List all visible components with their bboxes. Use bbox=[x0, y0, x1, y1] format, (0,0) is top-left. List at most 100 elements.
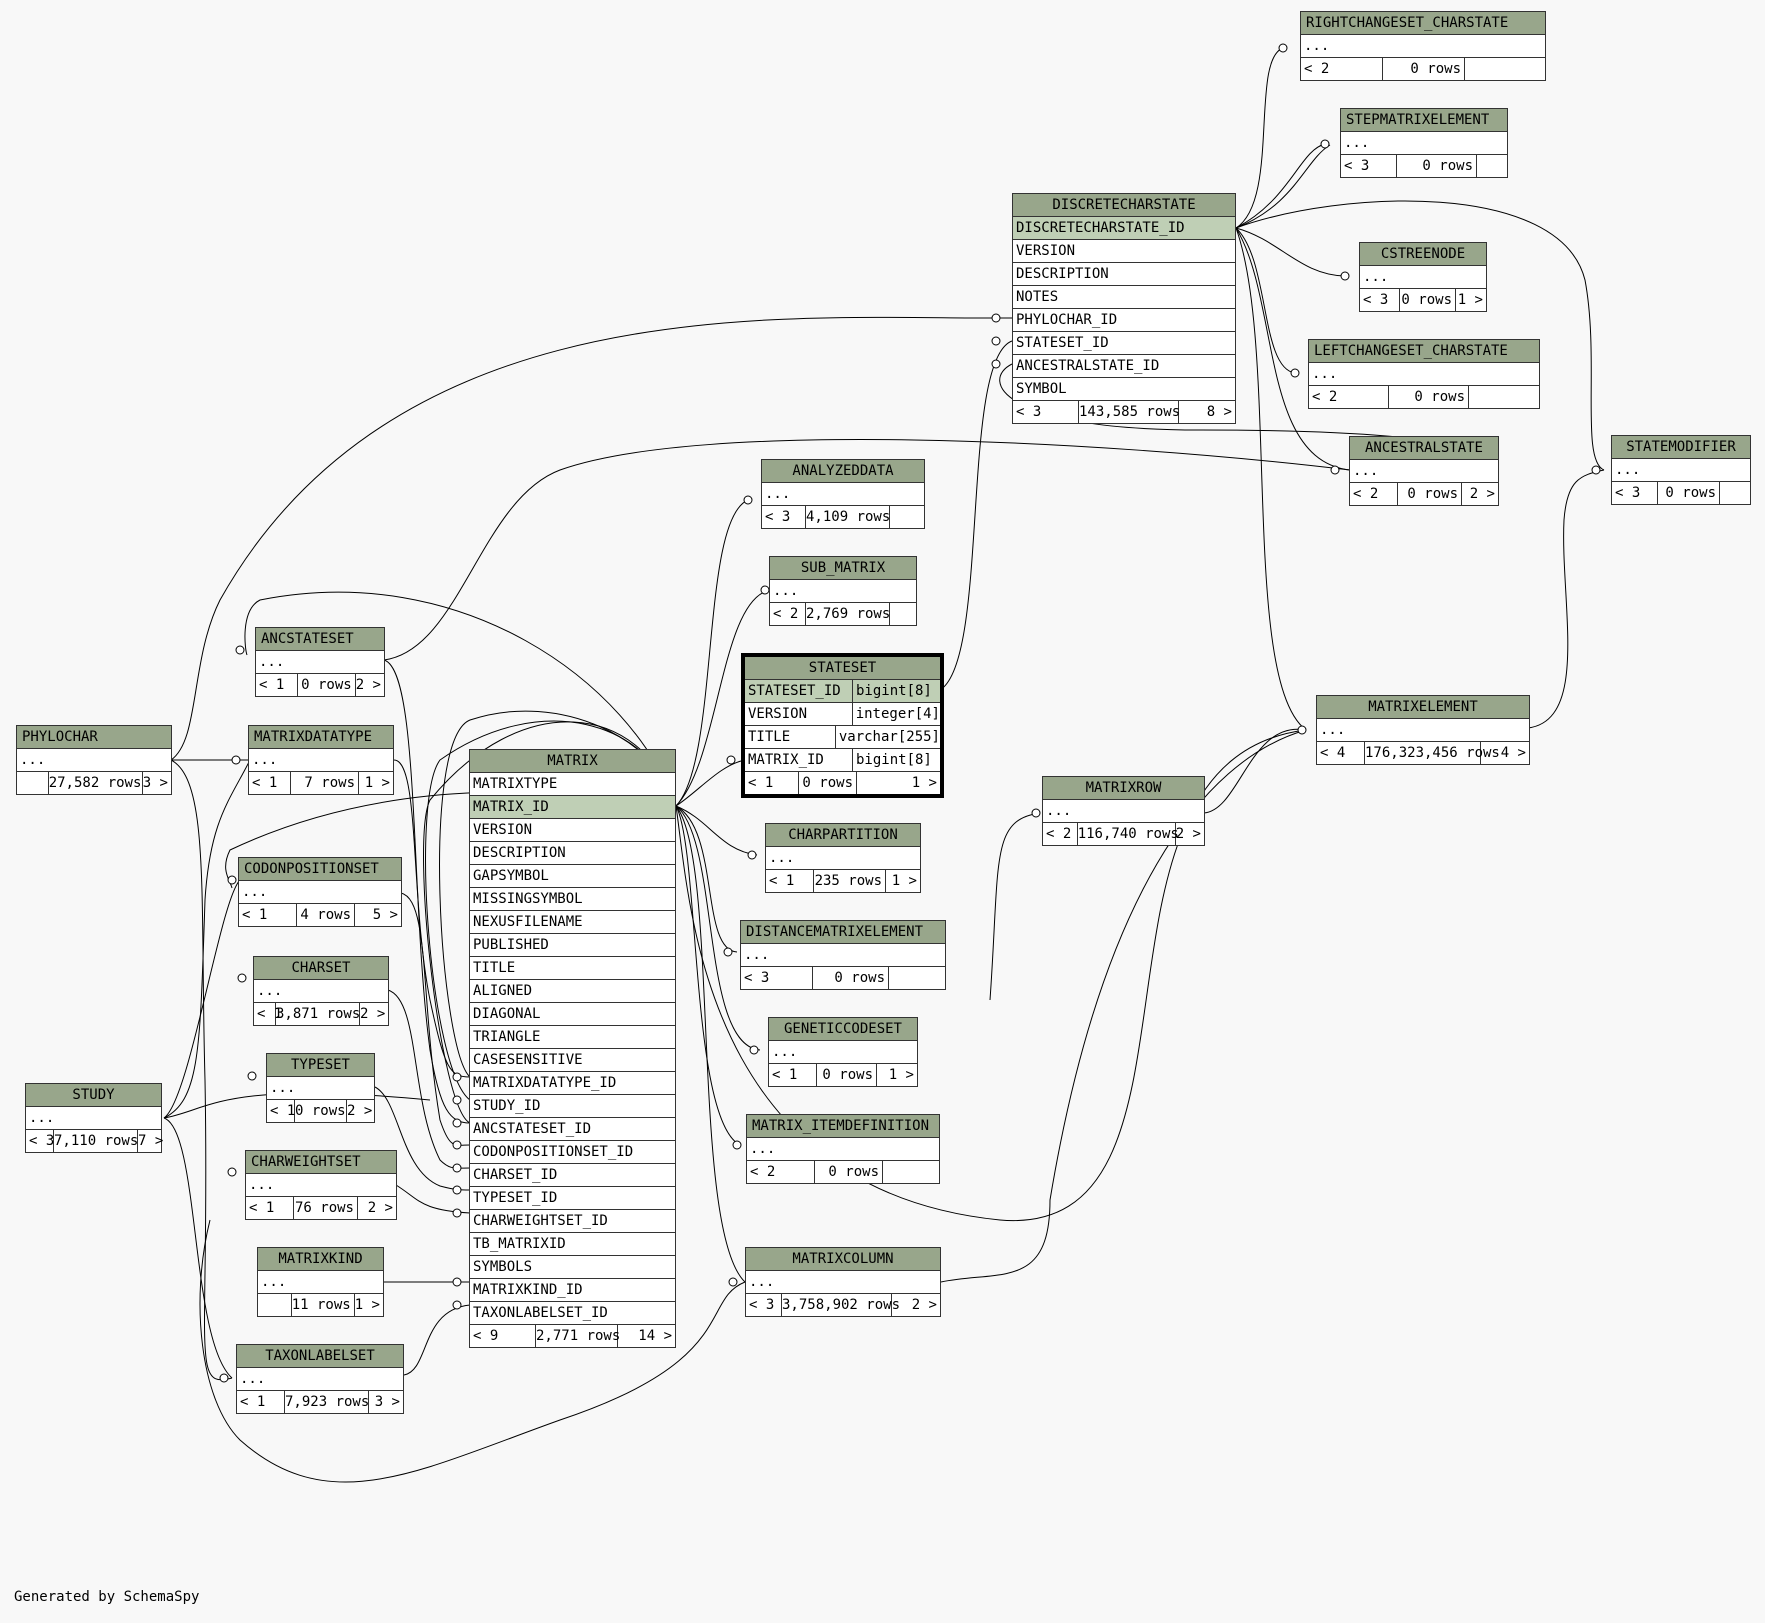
table-title: TYPESET bbox=[267, 1054, 374, 1077]
parents-count[interactable]: < 1 bbox=[246, 1197, 294, 1219]
children-count[interactable]: 2 > bbox=[360, 1006, 386, 1022]
row-count: 235 rows bbox=[814, 870, 886, 892]
children-count[interactable] bbox=[1465, 58, 1545, 80]
children-count[interactable]: 2 > bbox=[347, 1103, 373, 1119]
parents-count[interactable]: < 3 bbox=[762, 506, 806, 528]
children-count[interactable] bbox=[890, 506, 924, 528]
parents-count[interactable]: < 1 bbox=[256, 674, 298, 696]
children-count[interactable] bbox=[1469, 386, 1539, 408]
children-count[interactable]: 2 > bbox=[355, 677, 381, 693]
parents-count[interactable] bbox=[258, 1294, 292, 1316]
parents-count[interactable]: < 1 bbox=[237, 1391, 285, 1413]
parents-count[interactable]: < 3 bbox=[1360, 289, 1400, 311]
table-row: ... bbox=[246, 1174, 396, 1197]
table-title: PHYLOCHAR bbox=[17, 726, 171, 749]
parents-count[interactable]: < 3 bbox=[1013, 401, 1079, 423]
parents-count[interactable]: < 2 bbox=[747, 1161, 815, 1183]
parents-count[interactable]: < 2 bbox=[1301, 58, 1383, 80]
parents-count[interactable]: < 3 bbox=[746, 1294, 782, 1316]
parents-count[interactable]: < 2 bbox=[770, 603, 806, 625]
children-count[interactable]: 1 > bbox=[888, 1067, 914, 1083]
children-count[interactable]: 4 > bbox=[1500, 745, 1526, 761]
children-count[interactable]: 2 > bbox=[911, 1297, 937, 1313]
children-count[interactable]: 1 > bbox=[354, 1297, 380, 1313]
table-row: ... bbox=[1350, 460, 1498, 483]
children-count[interactable] bbox=[1477, 155, 1507, 177]
parents-count[interactable]: < 4 bbox=[1317, 742, 1365, 764]
parents-count[interactable]: < 1 bbox=[254, 1003, 282, 1025]
parents-count[interactable]: < 1 bbox=[239, 904, 297, 926]
parents-count[interactable]: < 2 bbox=[1350, 483, 1398, 505]
parents-count[interactable]: < 1 bbox=[249, 772, 291, 794]
children-count[interactable]: 2 > bbox=[367, 1200, 393, 1216]
children-count[interactable] bbox=[883, 1161, 939, 1183]
parents-count[interactable]: < 2 bbox=[1043, 823, 1078, 845]
parents-count[interactable]: < 1 bbox=[766, 870, 814, 892]
parents-count[interactable]: < 1 bbox=[769, 1064, 817, 1086]
table-row: GAPSYMBOL bbox=[470, 865, 675, 888]
children-count[interactable]: 1 > bbox=[891, 873, 917, 889]
children-count[interactable]: 8 > bbox=[1206, 404, 1232, 420]
children-count[interactable]: 3 > bbox=[374, 1394, 400, 1410]
parents-count[interactable] bbox=[17, 772, 49, 794]
parents-count[interactable]: < 3 bbox=[26, 1130, 54, 1152]
children-count[interactable]: 1 > bbox=[1457, 292, 1483, 308]
parents-count[interactable]: < 1 bbox=[745, 772, 799, 794]
table-row: ... bbox=[1309, 363, 1539, 386]
table-title: MATRIXROW bbox=[1043, 777, 1204, 800]
children-count[interactable] bbox=[890, 603, 916, 625]
table-row: ... bbox=[747, 1138, 939, 1161]
parents-count[interactable]: < 9 bbox=[470, 1325, 536, 1347]
table-title: CODONPOSITIONSET bbox=[239, 858, 401, 881]
table-row: TYPESET_ID bbox=[470, 1187, 675, 1210]
children-count[interactable]: 14 > bbox=[638, 1328, 672, 1344]
parents-count[interactable]: < 3 bbox=[1612, 482, 1658, 504]
parents-count[interactable]: < 3 bbox=[1341, 155, 1397, 177]
parents-count[interactable]: < 3 bbox=[741, 967, 813, 989]
children-count[interactable]: 2 > bbox=[1175, 826, 1201, 842]
children-count[interactable]: 7 > bbox=[138, 1133, 164, 1149]
table-discretecharstate[interactable]: DISCRETECHARSTATE DISCRETECHARSTATE_ID V… bbox=[1012, 193, 1236, 424]
children-count[interactable]: 1 > bbox=[364, 775, 390, 791]
table-matrix[interactable]: MATRIX MATRIXTYPE MATRIX_ID VERSION DESC… bbox=[469, 749, 676, 1348]
children-count[interactable] bbox=[1720, 482, 1750, 504]
children-count[interactable]: 2 > bbox=[1469, 486, 1495, 502]
children-count[interactable]: 5 > bbox=[372, 907, 398, 923]
children-count[interactable]: 3 > bbox=[142, 775, 168, 791]
table-row: DESCRIPTION bbox=[470, 842, 675, 865]
table-row: ... bbox=[1301, 35, 1545, 58]
table-row: TAXONLABELSET_ID bbox=[470, 1302, 675, 1325]
parents-count[interactable]: < 1 bbox=[267, 1100, 295, 1122]
parents-count[interactable]: < 2 bbox=[1309, 386, 1389, 408]
table-title: MATRIXCOLUMN bbox=[746, 1248, 940, 1271]
table-row: TB_MATRIXID bbox=[470, 1233, 675, 1256]
children-count[interactable]: 1 > bbox=[911, 775, 937, 791]
children-count[interactable] bbox=[889, 967, 945, 989]
